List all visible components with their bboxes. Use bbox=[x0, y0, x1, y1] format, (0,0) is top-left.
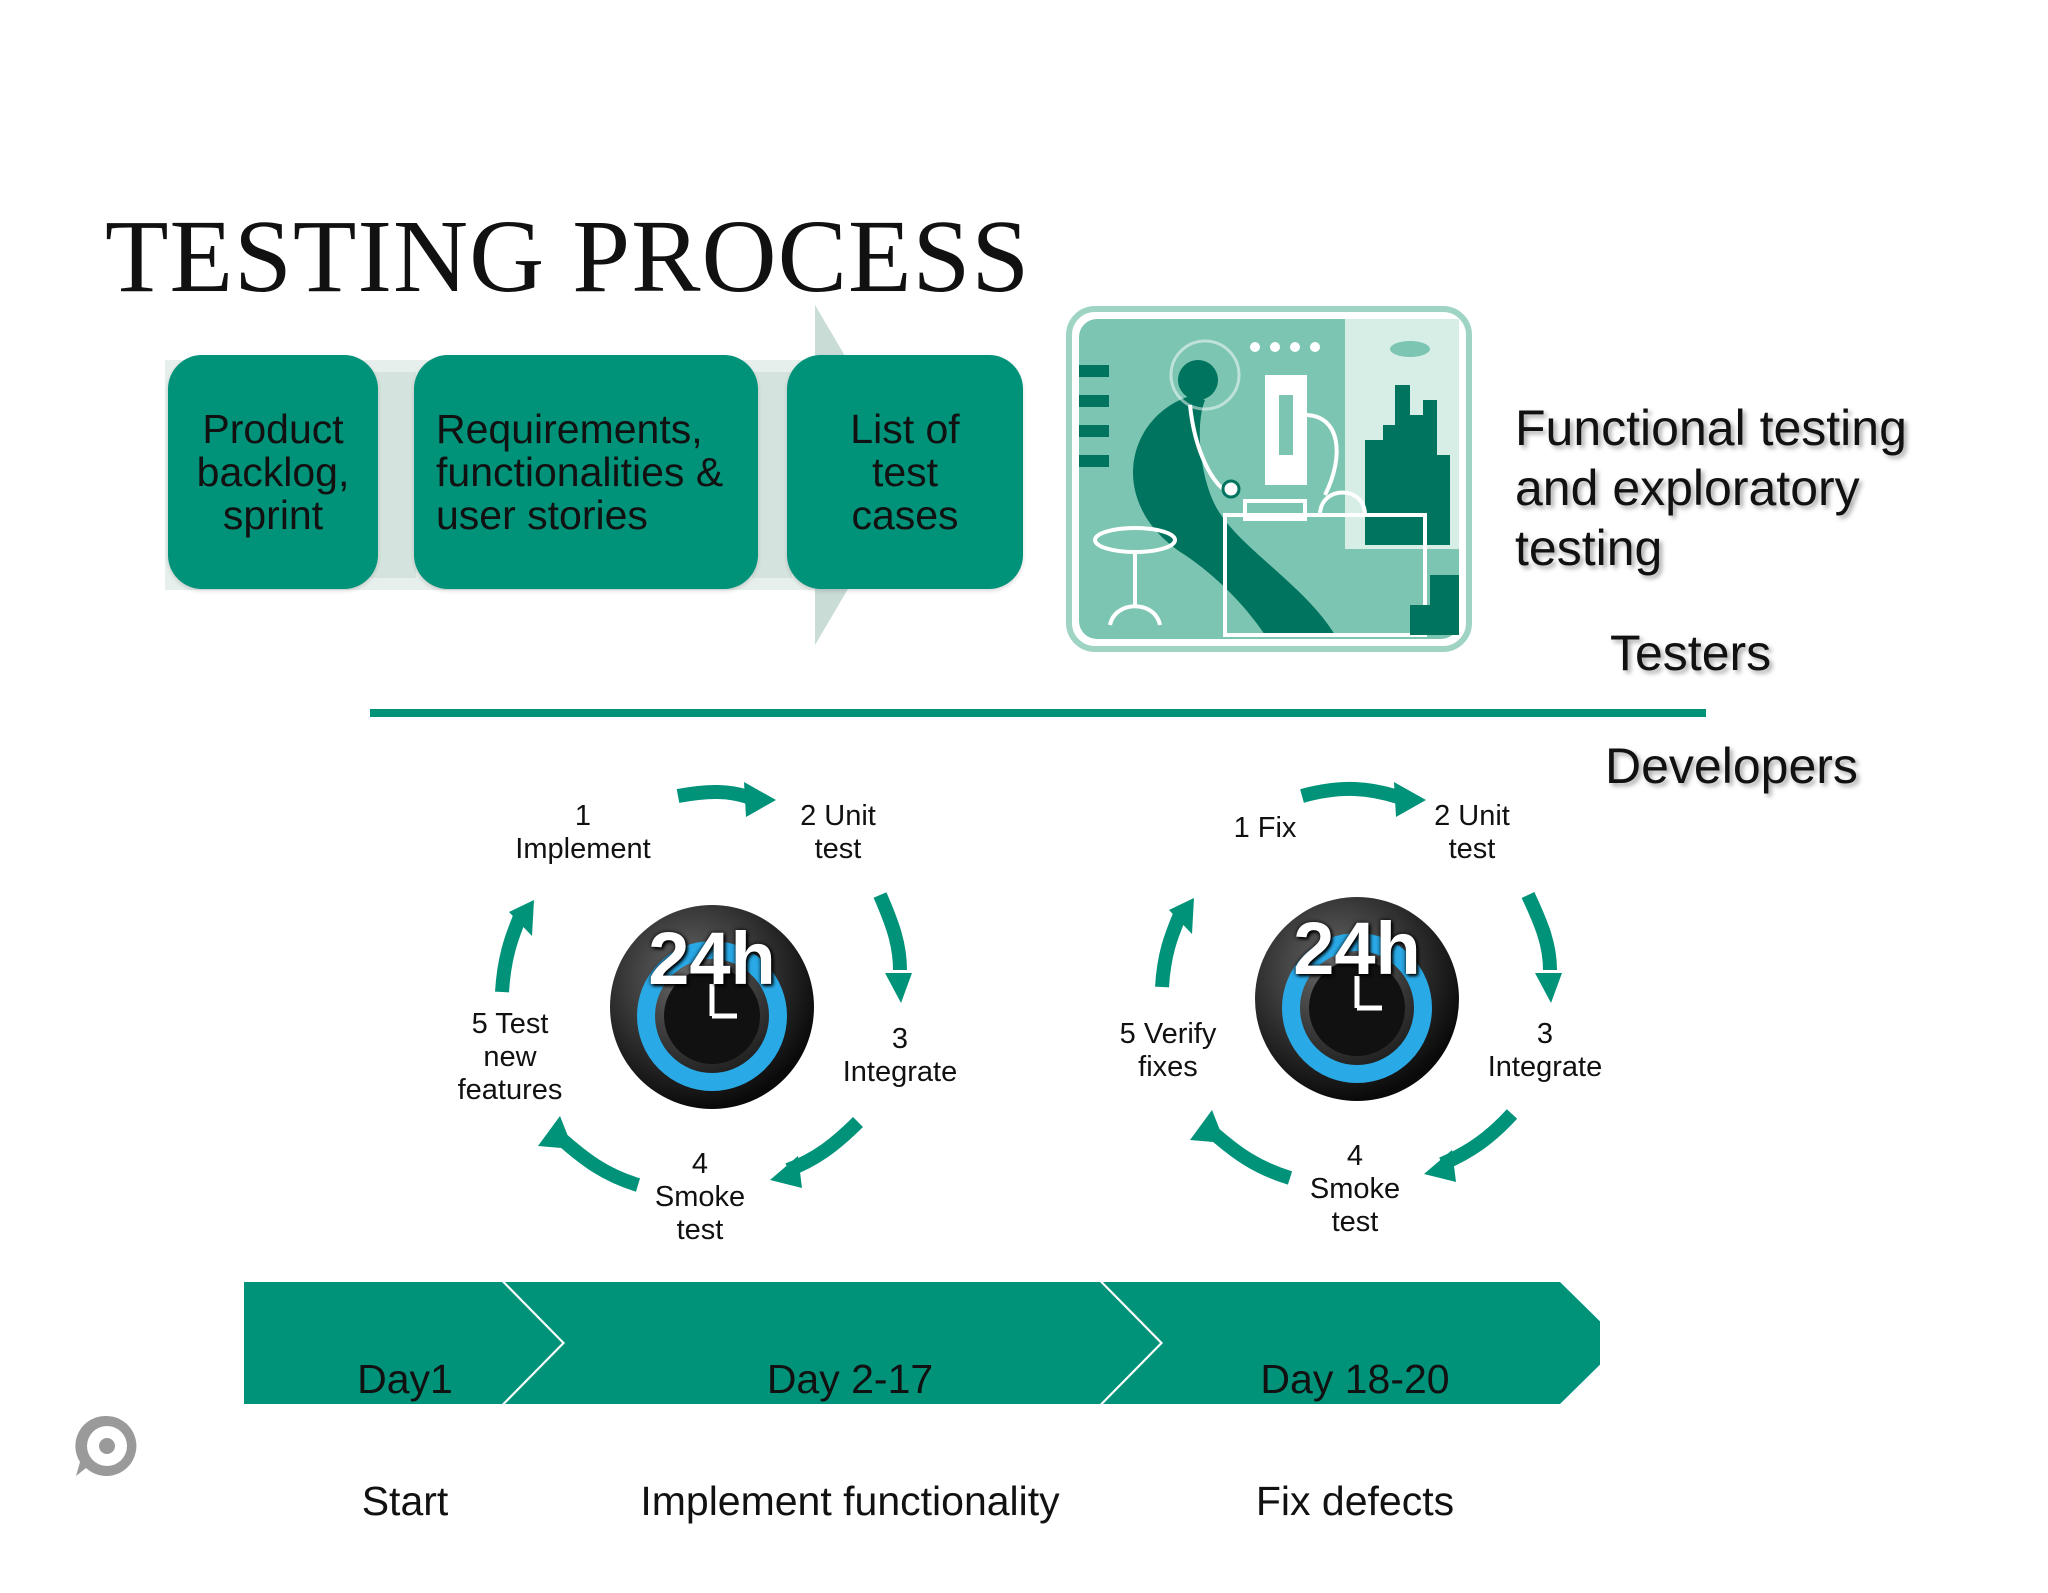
clock-icon bbox=[1255, 897, 1459, 1101]
cycle-2-step-3: 3 Integrate bbox=[1487, 1018, 1603, 1083]
cycle-1-step-3: 3 Integrate bbox=[842, 1023, 958, 1088]
timeline-phase-fix: Day 18-20 Fix defects bbox=[1145, 1288, 1565, 1593]
phase-title: Day 2-17 bbox=[766, 1356, 934, 1402]
viewer-logo-icon bbox=[75, 1415, 137, 1476]
process-box-product-backlog: Product backlog, sprint bbox=[168, 355, 378, 589]
cycle-2-step-2: 2 Unit test bbox=[1434, 800, 1510, 865]
cycle-2-clock-label: 24h bbox=[1293, 907, 1421, 990]
cycle-2-arrows bbox=[1155, 782, 1562, 1185]
process-box-requirements: Requirements, functionalities & user sto… bbox=[414, 355, 758, 589]
process-box-test-cases: List of test cases bbox=[787, 355, 1023, 589]
cycle-1-arrows bbox=[495, 782, 912, 1192]
tester-at-desk-icon bbox=[1066, 306, 1472, 652]
role-divider bbox=[370, 709, 1706, 717]
timeline-bar bbox=[244, 1282, 1600, 1404]
testers-role-label: Testers bbox=[1610, 625, 1772, 681]
cycle-2-step-4: 4 Smoke test bbox=[1309, 1140, 1401, 1238]
timeline-phase-start: Day1 Start bbox=[245, 1288, 565, 1593]
phase-subtitle: Start bbox=[361, 1478, 449, 1524]
cycle-1-step-4: 4 Smoke test bbox=[654, 1148, 746, 1246]
phase-subtitle: Implement functionality bbox=[640, 1478, 1060, 1524]
cycle-1-step-1: 1 Implement bbox=[515, 800, 651, 865]
phase-title: Day1 bbox=[357, 1356, 453, 1402]
cycle-1-clock-label: 24h bbox=[648, 917, 776, 1000]
tester-activity-label: Functional testing and exploratory testi… bbox=[1515, 400, 1907, 576]
timeline-phase-implement: Day 2-17 Implement functionality bbox=[560, 1288, 1140, 1593]
cycle-2-step-1: 1 Fix bbox=[1233, 812, 1297, 844]
cycle-1-step-2: 2 Unit test bbox=[800, 800, 876, 865]
cycle-1-step-5: 5 Test new features bbox=[457, 1008, 563, 1106]
cycle-2-step-5: 5 Verify fixes bbox=[1119, 1018, 1217, 1083]
phase-title: Day 18-20 bbox=[1260, 1356, 1450, 1402]
developers-role-label: Developers bbox=[1605, 738, 1858, 794]
box-separator bbox=[752, 372, 792, 578]
phase-subtitle: Fix defects bbox=[1255, 1478, 1455, 1524]
clock-icon bbox=[610, 905, 814, 1109]
page-title: TESTING PROCESS bbox=[105, 199, 1031, 314]
